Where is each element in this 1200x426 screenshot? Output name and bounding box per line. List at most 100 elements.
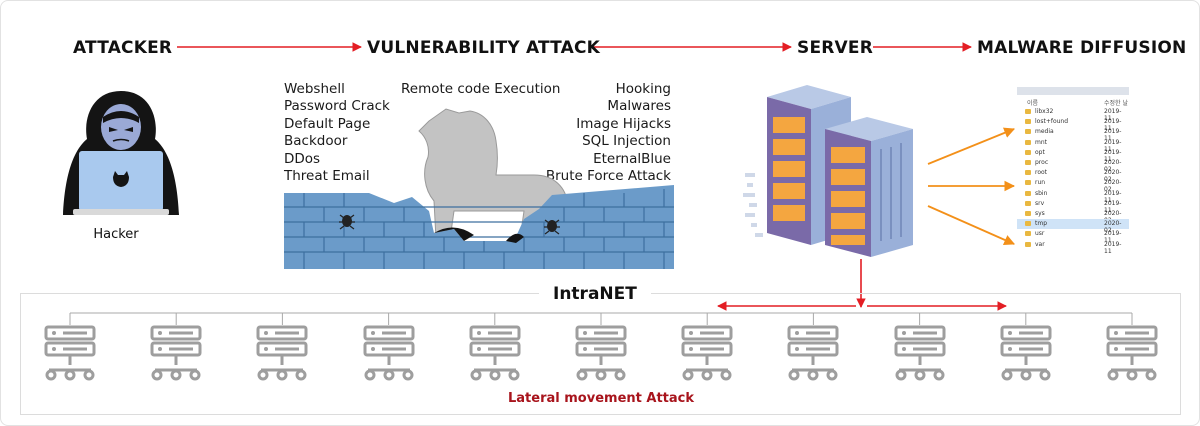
- explorer-file-row[interactable]: media 2019-11: [1017, 127, 1129, 142]
- intranet-server-icon: [681, 325, 733, 381]
- intranet-server-icon: [363, 325, 415, 381]
- server-binary-pattern: [743, 173, 763, 237]
- explorer-file-name: run: [1035, 179, 1046, 187]
- intranet-server-icon: [44, 325, 96, 381]
- attack-default-page: Default Page: [284, 115, 371, 132]
- attack-list-right: Hooking Malwares Image Hijacks SQL Injec…: [546, 81, 671, 185]
- explorer-file-date: 2020-02: [1104, 169, 1122, 184]
- folder-icon: [1025, 241, 1031, 247]
- explorer-file-name: libx32: [1035, 108, 1054, 115]
- attack-brute-force: Brute Force Attack: [545, 167, 671, 184]
- explorer-file-row[interactable]: sbin 2019-11: [1017, 189, 1129, 204]
- explorer-file-row[interactable]: tmp 2020-02: [1017, 219, 1129, 234]
- folder-icon: [1025, 119, 1031, 125]
- explorer-file-name: tmp: [1035, 220, 1048, 228]
- bug-icon: [544, 219, 560, 235]
- explorer-file-name: srv: [1035, 199, 1045, 207]
- explorer-column-name: 이름: [1027, 100, 1039, 107]
- explorer-file-row[interactable]: proc 2020-02: [1017, 158, 1129, 173]
- intranet-server-icon: [1106, 325, 1158, 381]
- explorer-file-name: proc: [1035, 159, 1049, 166]
- attack-password-crack: Password Crack: [284, 98, 390, 115]
- intranet-server-icon: [787, 325, 839, 381]
- stage-malware-diffusion: MALWARE DIFFUSION: [977, 38, 1187, 58]
- attack-image-hijacks: Image Hijacks: [576, 115, 671, 132]
- trojan-wall-illustration: [284, 108, 674, 269]
- intranet-server-icon: [1000, 325, 1052, 381]
- attack-list-left: Webshell Password Crack Default Page Bac…: [284, 81, 390, 185]
- diffusion-arrow-3: [927, 205, 1015, 246]
- intranet-server-icon: [894, 325, 946, 381]
- stage-server: SERVER: [797, 38, 874, 58]
- explorer-file-name: media: [1035, 128, 1054, 136]
- attack-sql-injection: SQL Injection: [582, 133, 671, 150]
- explorer-file-date: 2019-11: [1104, 108, 1122, 122]
- attack-backdoor: Backdoor: [284, 133, 348, 150]
- attack-webshell: Webshell: [284, 81, 345, 97]
- diffusion-arrow-1: [927, 127, 1016, 165]
- brick-wall: [284, 185, 674, 269]
- explorer-file-name: usr: [1035, 230, 1045, 238]
- explorer-file-date: 2019-11: [1104, 128, 1122, 143]
- bug-icon: [339, 214, 355, 230]
- folder-icon: [1025, 211, 1031, 216]
- intranet-server-icon: [575, 325, 627, 381]
- folder-icon: [1025, 139, 1031, 145]
- folder-icon: [1025, 109, 1031, 114]
- lateral-movement-label: Lateral movement Attack: [508, 391, 694, 406]
- explorer-file-name: lost+found: [1035, 118, 1069, 126]
- folder-icon: [1025, 149, 1031, 155]
- attack-remote-code-execution: Remote code Execution: [401, 81, 561, 97]
- folder-icon: [1025, 160, 1031, 165]
- attack-threat-email: Threat Email: [284, 167, 370, 184]
- explorer-file-date: 2019-11: [1104, 189, 1122, 204]
- explorer-file-date: 2019-11: [1104, 240, 1122, 255]
- explorer-file-date: 2020-02: [1104, 179, 1122, 194]
- explorer-column-date: 수정한 날: [1104, 100, 1128, 107]
- hacker-label: Hacker: [93, 227, 139, 242]
- folder-icon: [1025, 231, 1031, 237]
- explorer-file-date: 2020-02: [1104, 159, 1122, 173]
- intranet-server-icon: [150, 325, 202, 381]
- folder-icon: [1025, 200, 1031, 206]
- explorer-file-row[interactable]: root 2020-02: [1017, 168, 1129, 183]
- explorer-file-date: 2019-11: [1104, 138, 1122, 153]
- explorer-file-date: 2020-02: [1104, 220, 1122, 235]
- folder-icon: [1025, 221, 1031, 227]
- intranet-title: IntraNET: [539, 284, 651, 304]
- server-rack-icon: [743, 85, 913, 257]
- explorer-file-name: root: [1035, 169, 1048, 177]
- explorer-file-row[interactable]: mnt 2019-11: [1017, 138, 1129, 153]
- explorer-file-name: sys: [1035, 210, 1045, 217]
- explorer-file-row[interactable]: run 2020-02: [1017, 178, 1129, 193]
- attack-ddos: DDos: [284, 150, 321, 167]
- explorer-file-name: var: [1035, 240, 1045, 248]
- attack-malwares: Malwares: [607, 98, 671, 115]
- attack-hooking: Hooking: [615, 81, 671, 97]
- explorer-file-date: 2019-11: [1104, 199, 1122, 214]
- hacker-icon: [63, 91, 179, 215]
- intranet-server-icon: [469, 325, 521, 381]
- explorer-file-row[interactable]: libx32 2019-11: [1017, 107, 1129, 122]
- explorer-file-row[interactable]: var 2019-11: [1017, 240, 1129, 255]
- stage-vulnerability-attack: VULNERABILITY ATTACK: [367, 38, 601, 58]
- explorer-file-row[interactable]: lost+found 2019-11: [1017, 117, 1129, 132]
- explorer-file-name: sbin: [1035, 189, 1048, 197]
- attack-eternalblue: EternalBlue: [593, 150, 671, 167]
- explorer-title-bar: [1017, 87, 1129, 95]
- folder-icon: [1025, 170, 1031, 176]
- explorer-file-name: opt: [1035, 148, 1045, 156]
- folder-icon: [1025, 129, 1031, 135]
- folder-icon: [1025, 180, 1031, 186]
- explorer-file-date: 2019-11: [1104, 118, 1122, 133]
- stage-attacker: ATTACKER: [73, 38, 173, 58]
- explorer-file-row[interactable]: srv 2019-11: [1017, 199, 1129, 214]
- intranet-server-icon: [256, 325, 308, 381]
- explorer-file-name: mnt: [1035, 138, 1047, 146]
